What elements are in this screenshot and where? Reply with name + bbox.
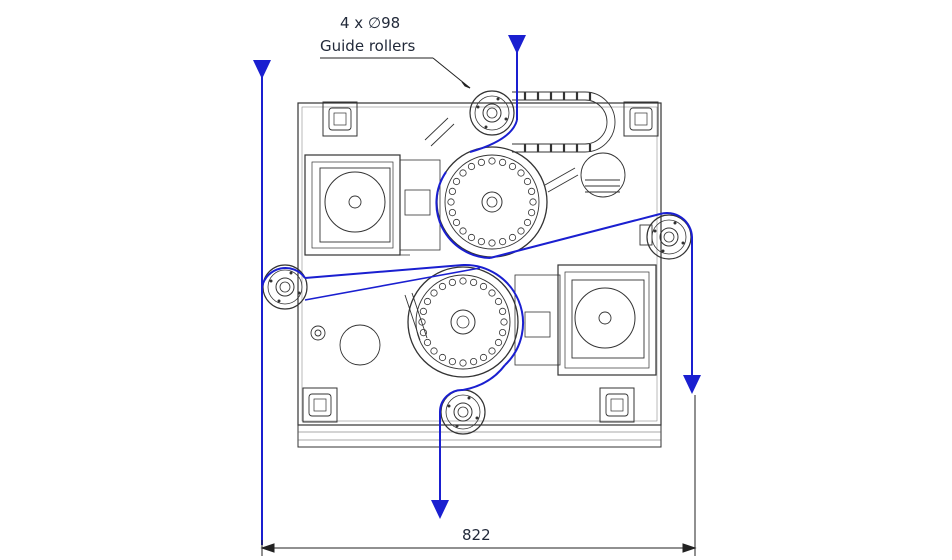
drum-hole bbox=[523, 177, 532, 186]
drum-hole bbox=[448, 278, 456, 286]
callout-count-label: 4 x bbox=[340, 14, 364, 32]
drum-hole bbox=[459, 277, 467, 285]
callout-quantity-diameter: 4 x ∅98 bbox=[340, 14, 400, 32]
guide-roller-right bbox=[646, 214, 692, 260]
guide-rollers bbox=[262, 90, 692, 435]
drum-hole bbox=[423, 297, 432, 306]
drum-hole bbox=[448, 357, 456, 366]
drum-hole bbox=[430, 289, 438, 297]
drum-hole bbox=[494, 297, 503, 306]
drum-hole bbox=[459, 169, 467, 177]
unwind-unit-upper bbox=[304, 154, 441, 256]
drum-hole bbox=[498, 238, 507, 246]
drum-hole bbox=[438, 282, 447, 291]
drum-hole bbox=[488, 157, 496, 165]
overall-width-value: 822 bbox=[462, 526, 491, 544]
drum-hole bbox=[469, 278, 478, 286]
drum-hole bbox=[467, 162, 476, 171]
drum-hole bbox=[508, 233, 517, 242]
drum-hole bbox=[477, 158, 485, 166]
drum-hole bbox=[452, 218, 461, 227]
drum-hole bbox=[448, 209, 456, 217]
frame-details bbox=[310, 117, 653, 366]
drum-hole bbox=[517, 169, 525, 177]
drum-hole bbox=[527, 209, 536, 217]
drum-hole bbox=[527, 187, 536, 195]
drum-hole bbox=[517, 227, 525, 235]
drum-hole bbox=[469, 357, 478, 366]
web-path bbox=[261, 48, 693, 545]
drum-hole bbox=[498, 328, 507, 337]
lower-drum bbox=[407, 266, 519, 378]
drum-hole bbox=[448, 187, 456, 195]
diameter-symbol: ∅ bbox=[367, 14, 382, 32]
drum-hole bbox=[500, 318, 508, 326]
drum-hole bbox=[459, 227, 467, 235]
guide-roller-top bbox=[469, 90, 515, 136]
drum-hole bbox=[479, 282, 488, 291]
arrow-in-top bbox=[508, 35, 526, 54]
arrow-out-right bbox=[683, 375, 701, 394]
drum-hole bbox=[419, 307, 427, 315]
drum-hole bbox=[452, 177, 461, 186]
drum-hole bbox=[430, 347, 438, 355]
callout-leader bbox=[320, 57, 471, 89]
drum-hole bbox=[523, 218, 532, 227]
callout-guide-rollers-label: Guide rollers bbox=[320, 37, 416, 55]
drum-hole bbox=[498, 307, 507, 315]
rewind-unit-lower bbox=[514, 264, 657, 376]
drum-hole bbox=[488, 347, 496, 355]
drum-hole bbox=[418, 318, 426, 326]
drum-hole bbox=[508, 162, 517, 171]
drum-hole bbox=[479, 353, 488, 362]
drum-hole bbox=[477, 238, 485, 246]
drum-hole bbox=[498, 158, 507, 166]
drum-hole bbox=[447, 198, 455, 206]
drum-hole bbox=[488, 289, 496, 297]
diameter-value: 98 bbox=[381, 14, 401, 32]
drum-hole bbox=[438, 353, 447, 362]
cable-chain bbox=[512, 91, 616, 153]
web-direction-arrows bbox=[253, 35, 701, 519]
arrow-out-bottom bbox=[431, 500, 449, 519]
drum-hole bbox=[419, 328, 427, 337]
drum-hole bbox=[494, 338, 503, 347]
drum-hole bbox=[423, 338, 432, 347]
drum-hole bbox=[459, 359, 467, 367]
drum-hole bbox=[467, 233, 476, 242]
guide-roller-left bbox=[262, 264, 308, 310]
drum-hole bbox=[488, 239, 496, 247]
overall-width-dimension bbox=[260, 395, 697, 556]
upper-drum bbox=[436, 146, 548, 258]
arrow-in-left bbox=[253, 60, 271, 79]
drum-hole bbox=[529, 198, 537, 206]
